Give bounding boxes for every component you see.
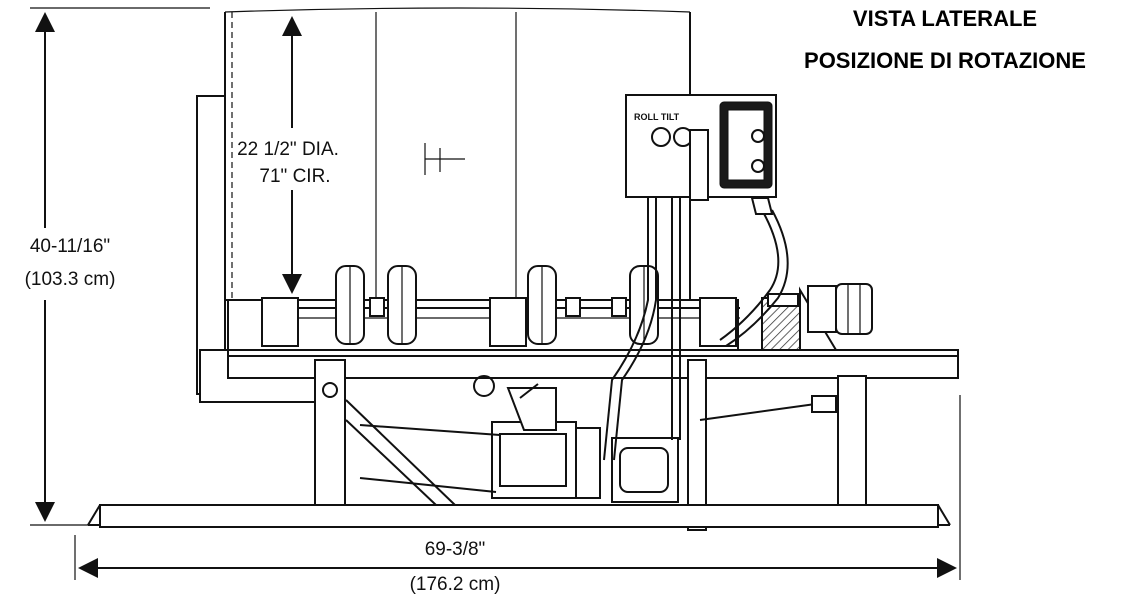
base-plate	[87, 504, 951, 528]
drum-circumference: 71" CIR.	[259, 166, 330, 187]
length-metric: (176.2 cm)	[410, 574, 501, 595]
diagram-title: VISTA LATERALE POSIZIONE DI ROTAZIONE	[804, 6, 1086, 73]
title-line-2: POSIZIONE DI ROTAZIONE	[804, 48, 1086, 73]
switch-knob-icon	[751, 159, 765, 173]
drive-motor	[761, 283, 873, 351]
switch-knob-icon	[751, 129, 765, 143]
length-imperial: 69-3/8"	[425, 539, 486, 560]
roll-valve-knob-icon	[651, 127, 671, 147]
length-dimension: 69-3/8" (176.2 cm)	[74, 395, 961, 595]
roller-wheel	[629, 265, 659, 345]
control-panel-label: ROLL TILT	[634, 112, 680, 122]
height-metric: (103.3 cm)	[25, 269, 116, 290]
roller-wheel	[335, 265, 365, 345]
height-dimension: 40-11/16" (103.3 cm)	[25, 7, 210, 526]
deck-frame	[227, 349, 959, 531]
height-imperial: 40-11/16"	[30, 236, 110, 257]
control-panel: ROLL TILT	[625, 94, 777, 215]
roller-wheel	[387, 265, 417, 345]
drum-diameter: 22 1/2" DIA.	[237, 139, 339, 160]
roller-wheel	[527, 265, 557, 345]
title-line-1: VISTA LATERALE	[853, 6, 1037, 31]
roller-assembly	[227, 265, 740, 351]
hydraulic-unit	[359, 375, 837, 503]
drum: 22 1/2" DIA. 71" CIR.	[224, 7, 691, 301]
